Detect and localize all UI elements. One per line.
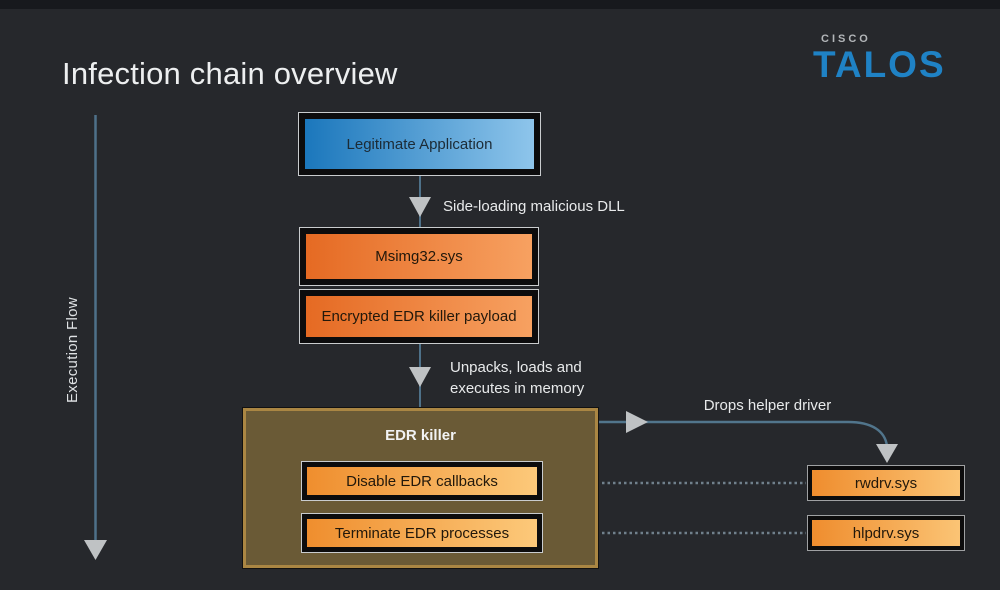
down-arrow-icon (876, 444, 898, 463)
node-terminate-edr-processes: Terminate EDR processes (302, 514, 542, 552)
right-arrow-icon (626, 411, 648, 433)
edge-label-drops-helper-driver: Drops helper driver (703, 397, 832, 414)
node-rwdrv-sys: rwdrv.sys (808, 466, 964, 500)
node-msimg32-sys: Msimg32.sys (300, 228, 538, 285)
node-legitimate-application: Legitimate Application (299, 113, 540, 175)
page-title: Infection chain overview (62, 56, 398, 91)
edge-label-unpacks: Unpacks, loads and executes in memory (450, 357, 584, 399)
cisco-talos-logo: CISCO TALOS (813, 33, 963, 83)
edge-label-side-loading: Side-loading malicious DLL (443, 198, 625, 215)
node-disable-edr-callbacks: Disable EDR callbacks (302, 462, 542, 500)
talos-wordmark: TALOS (813, 44, 946, 85)
edge-label-unpacks-line1: Unpacks, loads and (450, 359, 582, 376)
edge-label-unpacks-line2: executes in memory (450, 380, 585, 397)
edge-drops-helper-driver (598, 420, 889, 447)
execution-flow-arrowhead-icon (84, 540, 107, 560)
cisco-wordmark: CISCO (821, 33, 871, 45)
top-strip (0, 0, 1000, 9)
down-arrow-icon (409, 367, 431, 387)
execution-flow-label: Execution Flow (64, 297, 81, 403)
down-arrow-icon (409, 197, 431, 217)
node-encrypted-edr-killer-payload: Encrypted EDR killer payload (300, 290, 538, 343)
node-hlpdrv-sys: hlpdrv.sys (808, 516, 964, 550)
edr-killer-title: EDR killer (385, 427, 456, 444)
